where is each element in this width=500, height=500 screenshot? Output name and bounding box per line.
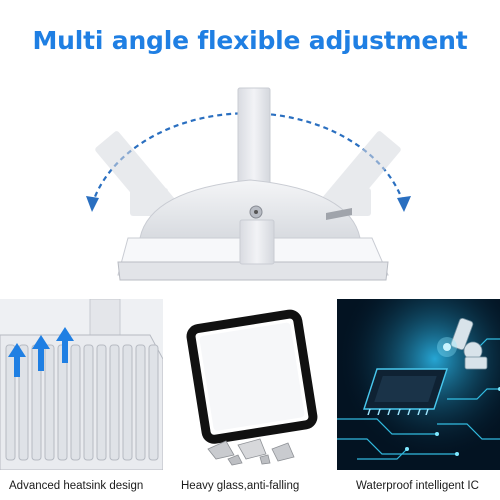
- airflow-arrows-icon: [8, 327, 74, 377]
- bracket-foot: [239, 219, 275, 265]
- chip-circuit-icon: [337, 299, 500, 470]
- arrow-left-icon: [86, 196, 99, 212]
- ic-chip: [363, 368, 448, 415]
- feature-panel-heatsink: [0, 299, 163, 470]
- heatsink-airflow-icon: [0, 299, 163, 470]
- feature-caption-heatsink: Advanced heatsink design: [9, 480, 144, 492]
- feature-panel-chip: [337, 299, 500, 470]
- cable-gland-icon: [326, 208, 352, 220]
- page-title: Multi angle flexible adjustment: [32, 26, 468, 55]
- feature-caption-chip: Waterproof intelligent IC: [356, 480, 479, 492]
- feature-caption-glass: Heavy glass,anti-falling: [181, 480, 300, 492]
- lamp-housing: [139, 179, 361, 239]
- tempered-glass-frame-icon: [168, 299, 332, 470]
- arrow-right-icon: [397, 196, 411, 212]
- robot-arm-icon: [450, 317, 488, 370]
- bracket-rotation-graphic: [86, 87, 411, 281]
- flood-light-angle-illustration: [0, 70, 500, 295]
- feature-panel-glass: [168, 299, 332, 470]
- lamp-frame-rim: [117, 261, 389, 281]
- broken-stone-icon: [207, 438, 295, 466]
